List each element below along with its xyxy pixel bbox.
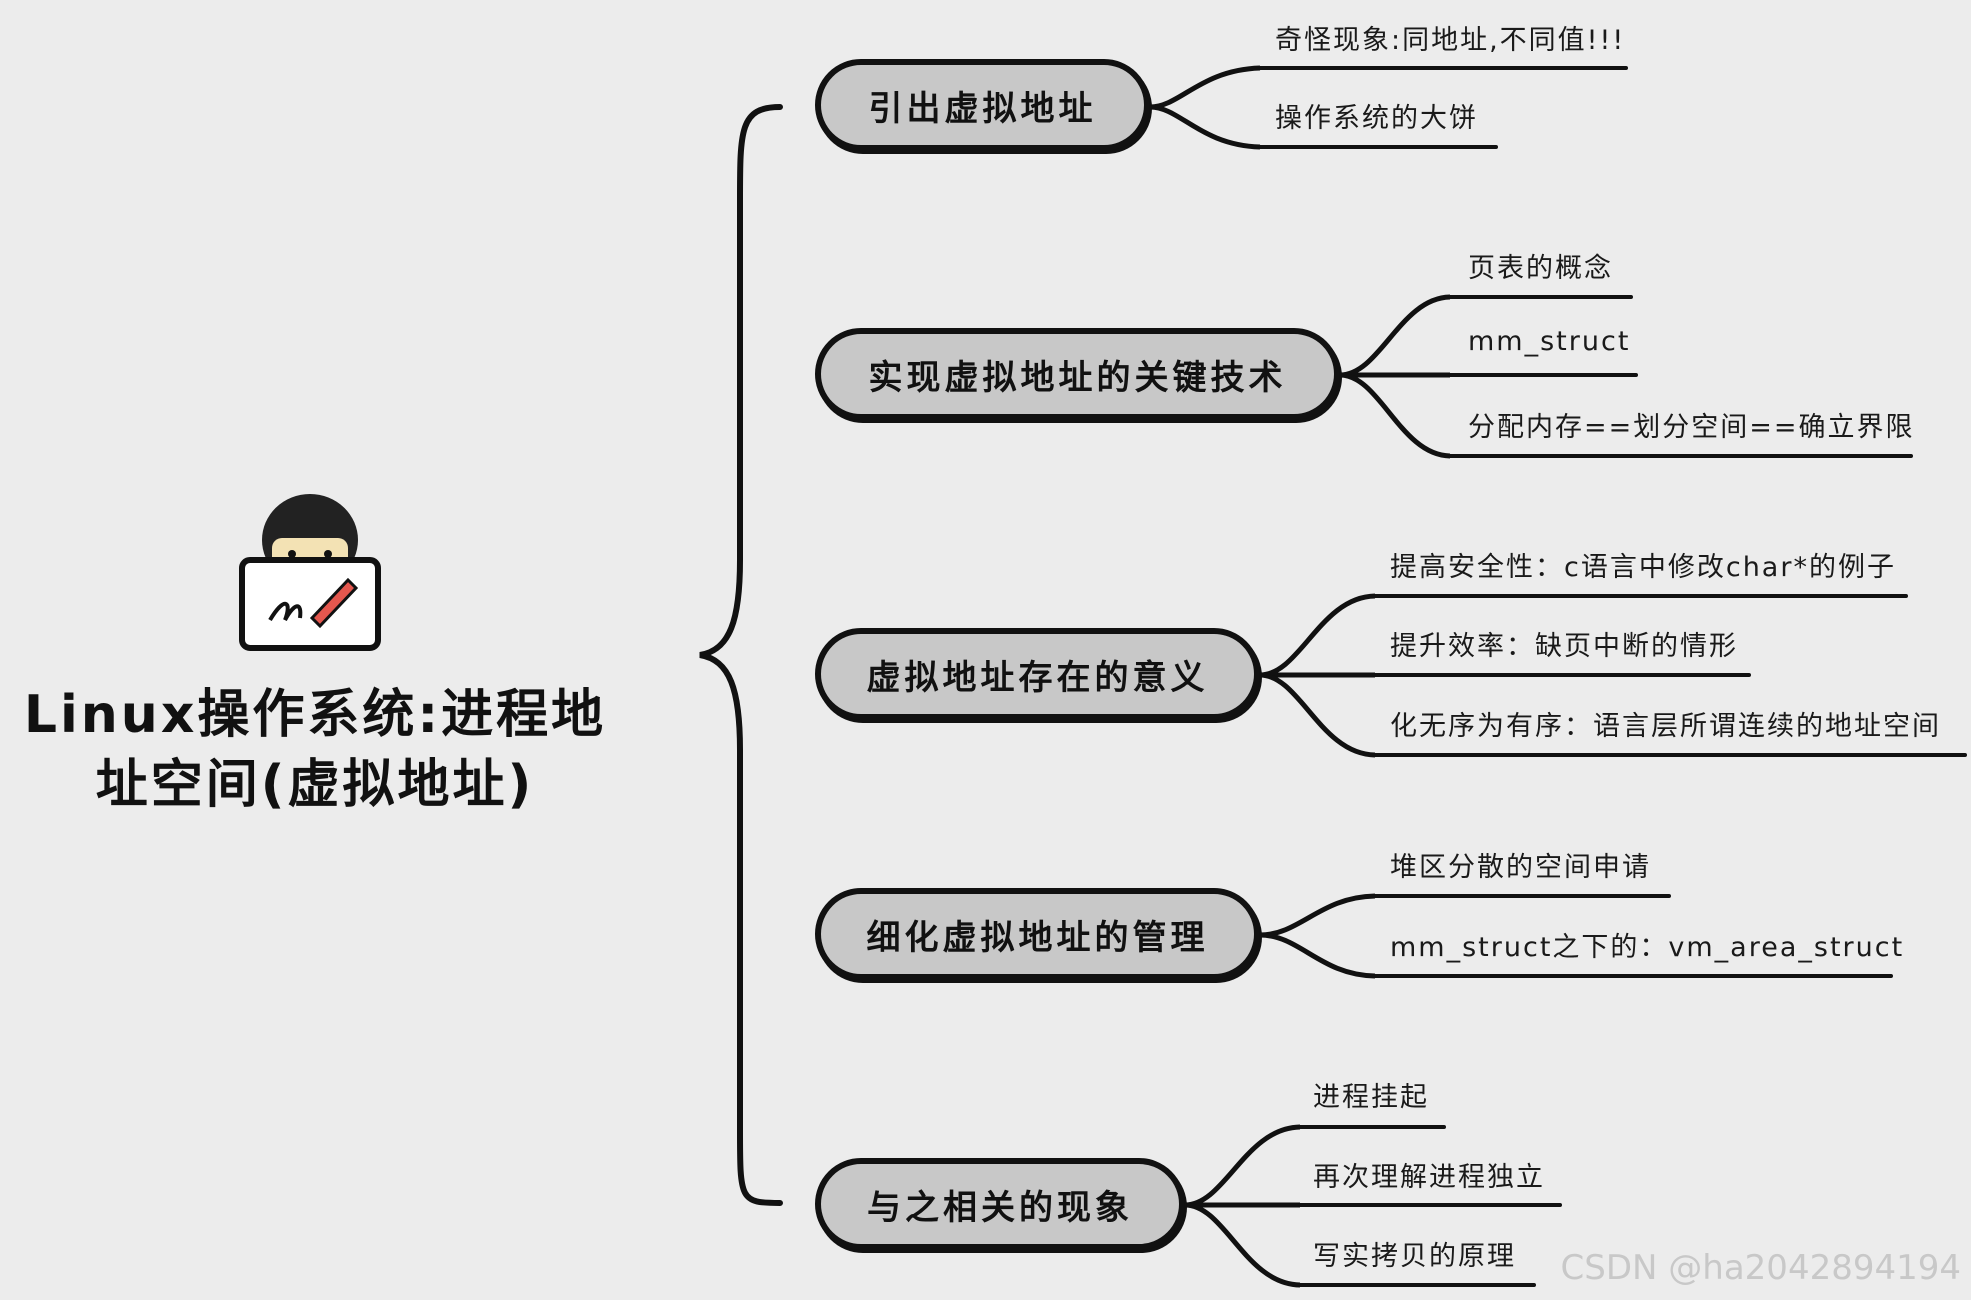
leaf-underline — [1373, 673, 1751, 677]
leaf-2-2: mm_struct — [1468, 326, 1631, 357]
branch-node-2[interactable]: 实现虚拟地址的关键技术 — [815, 328, 1340, 420]
leaf-3-1: 提高安全性：c语言中修改char*的例子 — [1390, 552, 1896, 583]
root-title: Linux操作系统:进程地 址空间(虚拟地址) — [0, 680, 630, 820]
branch-node-3[interactable]: 虚拟地址存在的意义 — [815, 628, 1260, 720]
root-title-line-2: 址空间(虚拟地址) — [95, 755, 535, 815]
leaf-2-1: 页表的概念 — [1468, 253, 1613, 284]
leaf-1-1: 奇怪现象:同地址,不同值!!! — [1275, 25, 1626, 56]
leaf-underline — [1298, 1203, 1562, 1207]
watermark: CSDN @ha2042894194 — [1560, 1248, 1961, 1288]
branch-node-5[interactable]: 与之相关的现象 — [815, 1158, 1185, 1250]
leaf-underline — [1448, 295, 1633, 299]
leaf-5-2: 再次理解进程独立 — [1313, 1162, 1545, 1193]
root-brace — [699, 104, 783, 1206]
person-with-laptop-icon — [230, 490, 390, 655]
leaf-underline — [1448, 454, 1913, 458]
branch-node-1[interactable]: 引出虚拟地址 — [815, 59, 1150, 151]
leaf-underline — [1373, 594, 1908, 598]
leaf-underline — [1448, 373, 1638, 377]
leaf-1-2: 操作系统的大饼 — [1275, 103, 1478, 134]
leaf-3-3: 化无序为有序：语言层所谓连续的地址空间 — [1390, 711, 1941, 742]
leaf-2-3: 分配内存==划分空间==确立界限 — [1468, 412, 1915, 443]
leaf-underline — [1258, 145, 1498, 149]
leaf-4-2: mm_struct之下的：vm_area_struct — [1390, 932, 1905, 963]
leaf-underline — [1258, 66, 1628, 70]
leaf-underline — [1373, 974, 1893, 978]
leaf-underline — [1373, 894, 1671, 898]
leaf-4-1: 堆区分散的空间申请 — [1390, 852, 1651, 883]
root-title-line-1: Linux操作系统:进程地 — [23, 685, 607, 745]
leaf-underline — [1298, 1125, 1446, 1129]
leaf-underline — [1298, 1283, 1536, 1287]
branch-node-4[interactable]: 细化虚拟地址的管理 — [815, 888, 1260, 980]
leaf-5-1: 进程挂起 — [1313, 1082, 1429, 1113]
leaf-3-2: 提升效率：缺页中断的情形 — [1390, 631, 1738, 662]
leaf-underline — [1373, 753, 1967, 757]
leaf-5-3: 写实拷贝的原理 — [1313, 1241, 1516, 1272]
